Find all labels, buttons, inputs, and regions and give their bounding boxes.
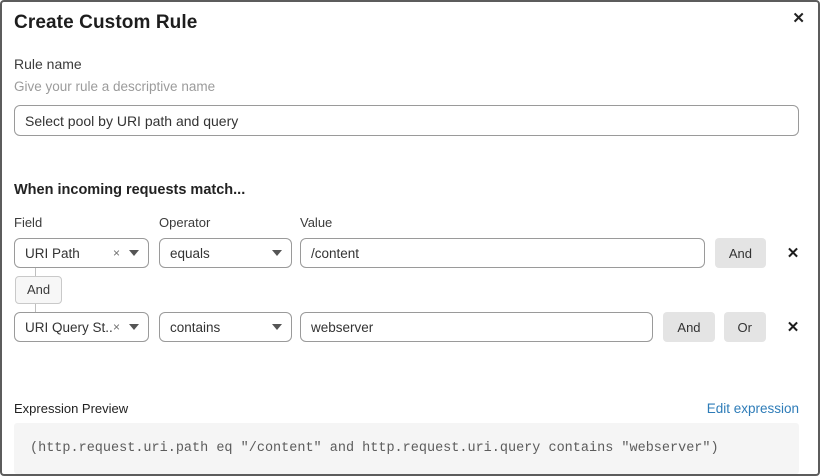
match-heading: When incoming requests match... <box>14 182 246 198</box>
rule-name-label: Rule name <box>14 56 82 72</box>
rule-name-input[interactable] <box>14 105 799 136</box>
and-button[interactable]: And <box>663 312 715 342</box>
operator-select[interactable]: contains <box>159 312 292 342</box>
close-icon[interactable]: ✕ <box>792 10 805 27</box>
rule-name-helper: Give your rule a descriptive name <box>14 79 216 94</box>
connector-line <box>35 304 36 312</box>
delete-row-icon[interactable]: ✕ <box>786 319 800 336</box>
field-column-label: Field <box>14 215 43 230</box>
chevron-down-icon <box>129 324 139 330</box>
clear-icon[interactable]: × <box>112 246 120 260</box>
chevron-down-icon <box>272 324 282 330</box>
expression-preview-header: Expression Preview Edit expression <box>14 401 799 416</box>
condition-row: URI Query St... × contains And Or ✕ <box>14 312 806 342</box>
chevron-down-icon <box>129 250 139 256</box>
and-button[interactable]: And <box>714 238 766 268</box>
clear-icon[interactable]: × <box>112 320 120 334</box>
condition-row: URI Path × equals And ✕ <box>14 238 806 268</box>
column-labels: Field Operator Value <box>14 215 806 230</box>
field-select[interactable]: URI Query St... × <box>14 312 149 342</box>
connector-line <box>35 268 36 276</box>
expression-code-block: (http.request.uri.path eq "/content" and… <box>14 423 799 474</box>
operator-select-value: contains <box>170 319 221 335</box>
field-select-value: URI Query St... <box>25 319 113 335</box>
field-select[interactable]: URI Path × <box>14 238 149 268</box>
operator-select-value: equals <box>170 245 210 261</box>
connector-and-badge: And <box>15 276 63 304</box>
dialog-title: Create Custom Rule <box>14 12 198 33</box>
field-select-value: URI Path <box>25 245 80 261</box>
value-column-label: Value <box>300 215 333 230</box>
operator-column-label: Operator <box>159 215 211 230</box>
or-button[interactable]: Or <box>723 312 766 342</box>
chevron-down-icon <box>272 250 282 256</box>
expression-preview-label: Expression Preview <box>14 401 129 416</box>
operator-select[interactable]: equals <box>159 238 292 268</box>
edit-expression-link[interactable]: Edit expression <box>706 401 799 416</box>
condition-connector: And <box>14 268 806 312</box>
delete-row-icon[interactable]: ✕ <box>786 245 800 262</box>
value-input[interactable] <box>300 312 654 342</box>
value-input[interactable] <box>300 238 705 268</box>
